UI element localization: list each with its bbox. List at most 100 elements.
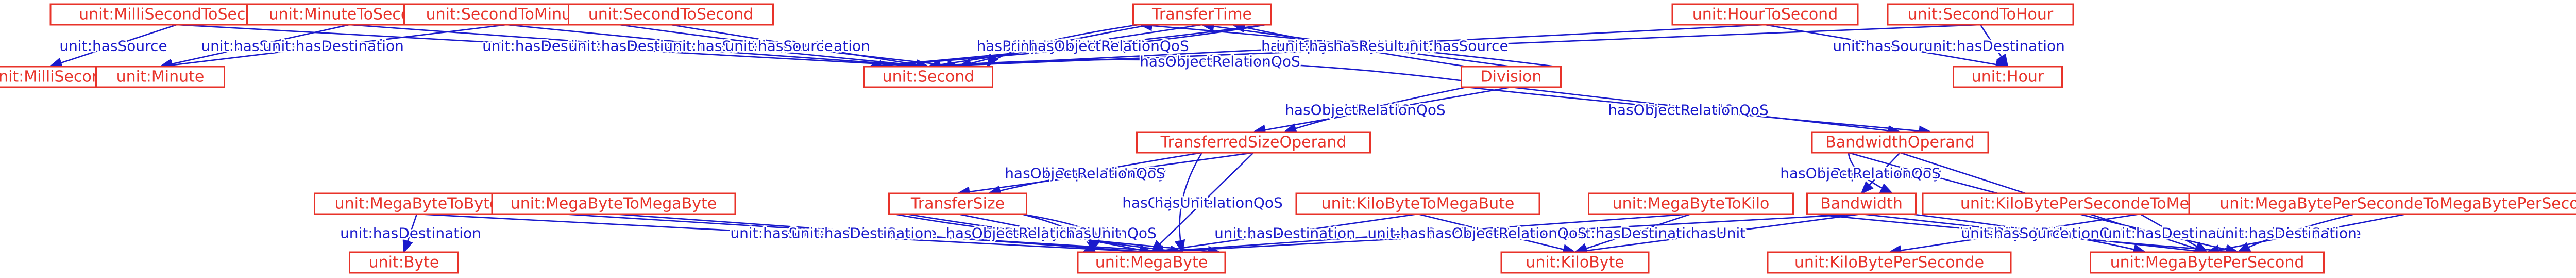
edge-kilobytetomegabyte-to-megabyte [1150,213,1418,256]
edge-transfersize-to-megabyte [1021,213,1100,253]
edge-label-bandwidthoperand-to-bandwidth: hasObjectRelationQoS [1780,165,1941,182]
node-megabyte: unit:MegaByte [1077,251,1226,274]
node-secondtosecond: unit:SecondToSecond [568,3,774,26]
edge-transferredsizeoperand-to-transfersize [987,152,1202,196]
node-label-byte: unit:Byte [369,254,439,272]
edge-label-bandwidth-to-megabytepersecond: hasObjectRelationQoS [1968,225,2129,242]
node-byte: unit:Byte [349,251,459,274]
edge-label-secondtominute-to-second: unit:hasSource [664,38,771,55]
edge-label-mbps_to_mbps-to-megabytepersecond: unit:hasDestination [2216,225,2357,242]
edge-label-division-to-transferredsizeoperand: isBasedOn [1344,102,1420,119]
edge-label-transferredsizeoperand-to-megabyte: hasObjectRelationQoS [1122,194,1283,211]
edge-label-millisecondtosecond-to-millisecond: unit:hasSource [59,38,167,55]
edge-megabytetokilo-to-kilobyte [1573,213,1691,254]
edge-mbps_to_mbps-to-megabytepersecond [2236,213,2355,253]
edge-label-division-to-transfertime: hasObjectRelationQoS [1276,38,1437,55]
node-label-transfersize: TransferSize [910,195,1005,213]
edge-bandwidthoperand-to-bandwidth [1860,152,1901,194]
edge-transfertime-to-second [958,24,1151,69]
edge-millisecondtosecond-to-second [176,24,930,72]
edge-label-transferredsizeoperand-to-megabyte: hasUnit [1155,194,1210,211]
node-kilobyte: unit:KiloByte [1500,251,1650,274]
edge-transfertime-to-second [987,24,1139,68]
node-hour: unit:Hour [1953,66,2063,88]
node-minute: unit:Minute [95,66,225,88]
node-kilobytepersecond: unit:KiloBytePerSeconde [1767,251,2012,274]
edge-label-transfersize-to-megabyte: hasObjectRelationQoS [996,225,1157,242]
edge-secondtosecond-to-second [670,24,930,70]
node-label-hour: unit:Hour [1972,68,2044,86]
edge-label-bandwidth-to-megabytepersecond: hasPrimaryUnit [1960,225,2071,242]
node-bandwidthoperand: BandwidthOperand [1811,131,1989,154]
edge-minutetosecond-to-minute [159,24,350,70]
node-division: Division [1461,66,1562,88]
node-box-second [863,66,993,88]
edge-mbps_to_mbps-to-megabytepersecond [2206,213,2407,255]
edge-minutetosecond-to-second [349,24,930,71]
edge-bandwidthoperand-to-bandwidth [1848,152,1894,194]
node-bandwidth: Bandwidth [1806,192,1917,215]
node-megabytetokilo: unit:MegaByteToKilo [1588,192,1794,215]
node-label-minute: unit:Minute [116,68,205,86]
edge-secondtohour-to-second [927,24,1981,72]
edge-label-minutetosecond-to-minute: unit:hasSource [201,38,309,55]
edge-label-division-to-transfertime: hasDependencyUsing [1261,38,1418,55]
node-box-megabytepersecond [2090,251,2325,274]
node-label-second: unit:Second [883,68,975,86]
node-label-megabyte: unit:MegaByte [1095,254,1208,272]
edge-label-secondtohour-to-hour: unit:hasDestination [1924,38,2065,55]
node-box-kilobytetomegabyte [1295,192,1540,215]
node-label-division: Division [1481,68,1542,86]
node-label-megabytepersecond: unit:MegaBytePerSecond [2110,254,2304,272]
edge-label-mbps_to_mbps-to-megabytepersecond: unit:hasSource [2253,225,2361,242]
edge-label-division-to-transfertime: hasResult [1333,38,1403,55]
edge-label-transfertime-to-second: hasUnit [1061,38,1116,55]
node-label-millisecond: unit:MilliSecond [0,68,111,86]
node-box-minute [95,66,225,88]
edge-millisecondtosecond-to-millisecond [48,24,177,68]
edge-division-to-bandwidthoperand [1466,86,1933,137]
node-label-bandwidthoperand: BandwidthOperand [1825,134,1975,152]
node-box-byte [349,251,459,274]
edge-division-to-transferredsizeoperand [1283,86,1467,134]
node-box-secondtohour [1887,3,2074,26]
node-label-megabytetokilo: unit:MegaByteToKilo [1613,195,1770,213]
edge-transfertime-to-second [868,24,1266,71]
node-box-transfertime [1132,3,1272,26]
edge-label-bandwidth-to-kilobyte: hasUnit [1691,225,1746,242]
edge-label-megabytetobyte-to-megabyte: unit:hasSource [730,225,838,242]
edge-label-transferredsizeoperand-to-transfersize: isRepresentedBy [1045,165,1166,182]
edge-label-division-to-transferredsizeoperand: hasObjectRelationQoS [1285,102,1446,119]
edge-transferredsizeoperand-to-megabyte [1174,152,1203,254]
node-box-megabytetokilo [1588,192,1794,215]
node-box-bandwidthoperand [1811,131,1989,154]
node-label-millisecondtosecond: unit:MilliSecondToSecond [79,6,275,24]
edge-transfersize-to-megabyte [957,213,1153,255]
node-hourtosecond: unit:HourToSecond [1671,3,1859,26]
node-box-megabytetomegabyte [491,192,736,215]
edge-label-megabytetobyte-to-byte: unit:hasDestination [340,225,481,242]
edge-label-transfersize-to-megabyte: hasUnit [1066,225,1121,242]
edge-megabytetokilo-to-megabyte [1150,213,1691,257]
edge-label-transfersize-to-megabyte: hasPrimaryUnit [979,225,1090,242]
node-secondtohour: unit:SecondToHour [1887,3,2074,26]
edge-label-megabytetomegabyte-to-megabyte: unit:hasSource [828,225,936,242]
edge-label-kbps_to_mbps-to-megabytepersecond: unit:hasDestination [2103,225,2244,242]
edge-label-hourtosecond-to-hour: unit:hasSource [1833,38,1940,55]
edge-label-megabytetomegabyte-to-megabyte: unit:hasDestination [791,225,933,242]
edge-label-kilobytetomegabyte-to-kilobyte: unit:hasSource [1443,225,1550,242]
edge-label-secondtosecond-to-second: unit:hasDestination [729,38,870,55]
edge-label-transfertime-to-second: hasObjectRelationQoS [985,38,1146,55]
edge-bandwidth-to-megabytepersecond [1910,213,2147,255]
edge-division-to-bandwidthoperand [1511,86,1902,136]
edge-label-secondtosecond-to-second: unit:hasSource [725,38,833,55]
node-label-hourtosecond: unit:HourToSecond [1692,6,1838,24]
node-label-transferredsizeoperand: TransferredSizeOperand [1160,134,1347,152]
edge-label-transferredsizeoperand-to-transfersize: hasObjectRelationQoS [1005,165,1165,182]
edge-label-bandwidthoperand-to-bandwidth: isRepresentedBy [1820,165,1941,182]
edge-division-to-transfertime [1139,20,1556,68]
node-label-megabytetobyte: unit:MegaByteToByte [335,195,499,213]
node-label-kilobytepersecond: unit:KiloBytePerSeconde [1794,254,1984,272]
edge-label-transfertime-to-second: hasPrimaryUnit [977,38,1088,55]
node-label-secondtohour: unit:SecondToHour [1908,6,2054,24]
